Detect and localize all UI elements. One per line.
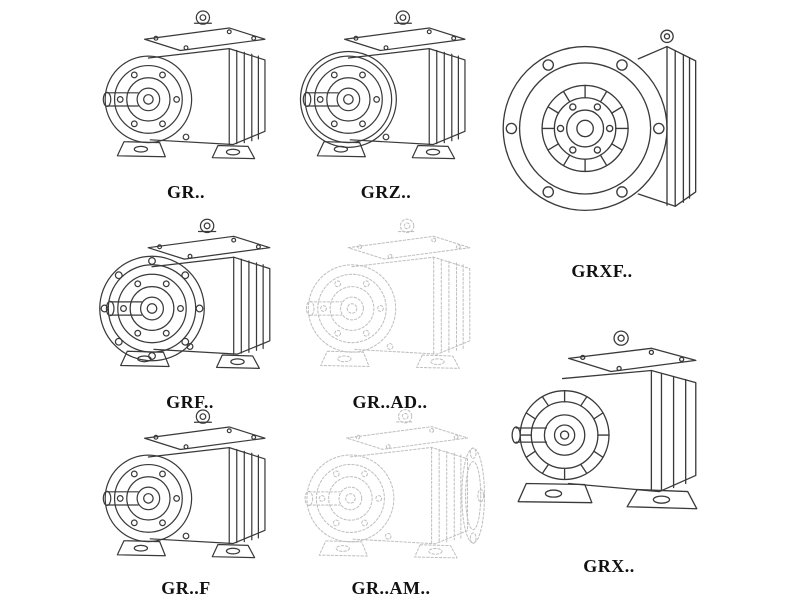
figure-grx: GRX.. xyxy=(496,302,722,577)
figure-grf: GRF.. xyxy=(90,210,290,413)
gearbox-label-gr-ad: GR..AD.. xyxy=(352,392,428,412)
gearbox-label-grz: GRZ.. xyxy=(360,182,412,202)
gearbox-drawing-gr-ad xyxy=(305,218,471,369)
gearbox-label-gr-am: GR..AM.. xyxy=(351,578,431,598)
figure-gr: GR.. xyxy=(88,2,284,203)
gearbox-label-grf: GRF.. xyxy=(166,392,214,412)
gearbox-drawing-gr-f xyxy=(102,409,266,559)
gearbox-drawing-gr xyxy=(102,10,266,160)
gearbox-drawing-grz xyxy=(299,10,466,160)
gearbox-drawing-gr-am xyxy=(304,409,486,559)
figure-grxf: GRXF.. xyxy=(492,2,712,282)
gearbox-drawing-grxf xyxy=(502,29,696,212)
gearbox-label-grx: GRX.. xyxy=(583,556,635,576)
gearbox-drawing-grx xyxy=(511,330,698,510)
gearbox-label-grxf: GRXF.. xyxy=(571,261,633,281)
figure-gr-ad: GR..AD.. xyxy=(290,210,490,413)
figure-gr-f: GR..F xyxy=(88,404,284,599)
figure-grz: GRZ.. xyxy=(288,2,484,203)
gearbox-label-gr-f: GR..F xyxy=(161,578,211,598)
gearbox-drawing-grf xyxy=(99,218,271,369)
figure-gr-am: GR..AM.. xyxy=(288,404,494,599)
gearbox-label-gr: GR.. xyxy=(167,182,205,202)
